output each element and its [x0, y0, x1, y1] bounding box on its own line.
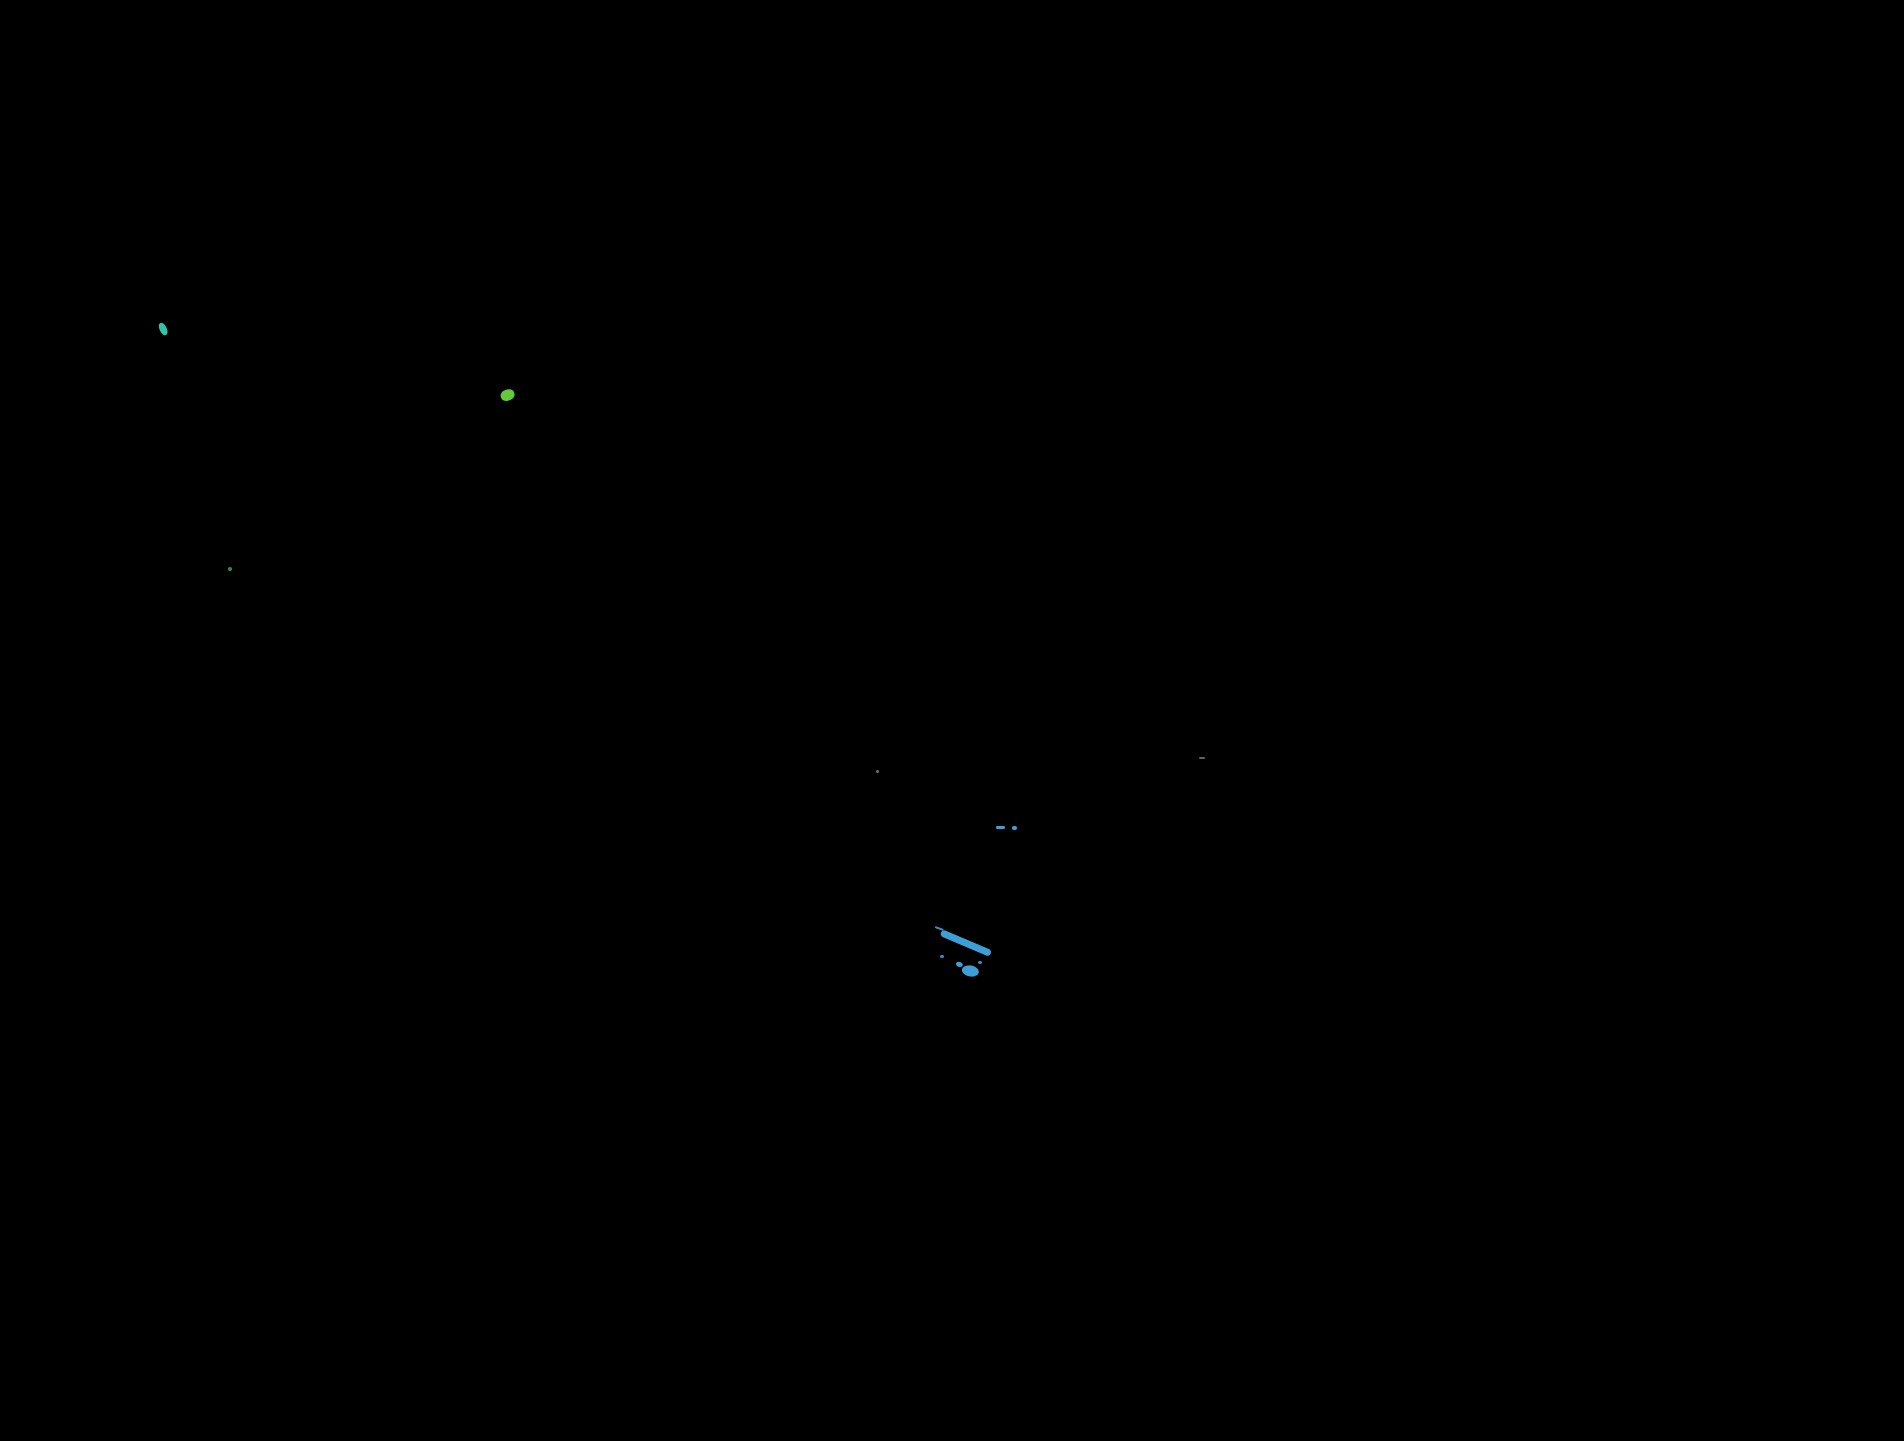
- gray-dash-mark: [1199, 757, 1205, 759]
- teal-squiggle-mark: [157, 321, 170, 337]
- blue-dash-right-mark: [1012, 826, 1017, 830]
- green-dot-mark: [228, 567, 232, 571]
- blue-mark-mid-mark: [955, 961, 964, 968]
- blue-blob-mark: [961, 964, 980, 978]
- gray-dot-mark: [876, 770, 879, 773]
- blue-dot-right-mark: [978, 961, 982, 964]
- blue-dash-left-mark: [996, 826, 1005, 829]
- green-scribble-mark: [499, 387, 517, 403]
- blue-diagonal-stroke-mark: [939, 929, 993, 957]
- blue-dot-small-mark: [940, 955, 944, 958]
- blue-stroke-tip-mark: [934, 926, 944, 932]
